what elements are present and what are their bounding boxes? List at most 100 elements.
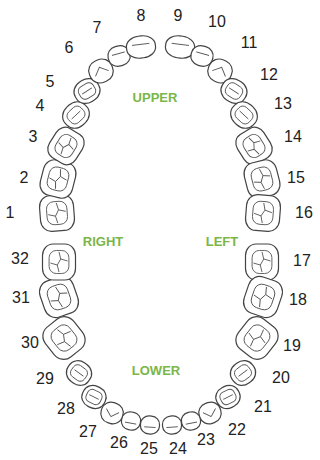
tooth-crown (125, 34, 156, 59)
fissure-line (47, 167, 69, 191)
incisal-edge (125, 422, 136, 424)
occlusal-outline (241, 322, 273, 354)
tooth-number: 15 (287, 170, 305, 186)
tooth-number: 21 (254, 399, 272, 415)
tooth-number: 25 (140, 441, 158, 457)
tooth-number: 23 (197, 432, 215, 448)
tooth-number: 19 (283, 338, 301, 354)
tooth-number: 27 (79, 424, 97, 440)
occlusal-outline (48, 322, 80, 354)
fissure-line (72, 111, 81, 119)
tooth-outline (62, 356, 96, 389)
tooth-outline (242, 157, 283, 200)
occlusal-outline (49, 250, 69, 273)
region-label: LOWER (132, 364, 180, 377)
tooth-number: 8 (137, 8, 146, 24)
occlusal-outline (45, 282, 73, 312)
occlusal-outline (252, 250, 272, 273)
occlusal-outline (46, 201, 68, 226)
fissure-line (50, 252, 67, 272)
tooth-number: 9 (174, 8, 183, 24)
occlusal-outline (218, 388, 238, 407)
occlusal-outline (232, 363, 253, 384)
fissure-line (89, 395, 98, 400)
fissure-line (82, 88, 92, 94)
region-label: UPPER (133, 91, 178, 104)
tooth-crown (226, 356, 260, 389)
tooth-number: 30 (21, 335, 39, 351)
tooth-number: 24 (169, 441, 187, 457)
incisal-edge (172, 43, 189, 45)
occlusal-outline (223, 81, 244, 102)
fissure-line (253, 252, 270, 272)
tooth-number: 11 (241, 35, 258, 51)
tooth-outline (43, 244, 76, 280)
tooth-crown (140, 415, 160, 434)
tooth-number: 31 (12, 290, 30, 306)
tooth-crown (38, 312, 90, 364)
tooth-crown (240, 273, 285, 320)
tooth-outline (38, 157, 79, 200)
tooth-number: 4 (36, 98, 45, 114)
tooth-number: 17 (293, 253, 311, 269)
tooth-outline (78, 382, 109, 412)
tooth-outline (240, 273, 285, 320)
tooth-crown (39, 194, 76, 233)
fissure-line (50, 324, 78, 352)
tooth-crown (180, 410, 202, 431)
occlusal-outline (46, 165, 71, 192)
occlusal-outline (250, 165, 275, 192)
fissure-line (47, 202, 66, 223)
fissure-line (251, 167, 273, 191)
occlusal-outline (76, 81, 97, 102)
fissure-line (229, 88, 239, 94)
tooth-number: 5 (46, 74, 55, 90)
tooth-number: 32 (11, 251, 29, 267)
fissure-line (240, 111, 249, 119)
tooth-outline (39, 194, 76, 233)
tooth-crown (43, 244, 76, 280)
incisal-edge (144, 426, 155, 428)
tooth-number: 20 (272, 370, 290, 386)
fissure-line (251, 284, 275, 310)
tooth-outline (231, 312, 283, 364)
tooth-number: 7 (93, 20, 102, 36)
tooth-crown (38, 157, 79, 200)
tooth-number: 22 (228, 422, 246, 438)
tooth-crown (78, 382, 109, 412)
tooth-crown (62, 356, 96, 389)
region-label: RIGHT (83, 235, 123, 248)
tooth-number: 14 (284, 129, 302, 145)
fissure-line (47, 284, 71, 310)
tooth-crown (245, 194, 282, 233)
occlusal-outline (233, 104, 255, 126)
region-label: LEFT (206, 235, 239, 248)
fissure-line (243, 324, 271, 352)
tooth-number: 28 (57, 401, 75, 417)
tooth-number: 26 (110, 435, 128, 451)
incisal-edge (105, 409, 119, 419)
incisal-edge (203, 409, 218, 419)
incisal-edge (196, 52, 209, 56)
fissure-line (242, 134, 266, 159)
fissure-line (239, 370, 248, 377)
tooth-number: 2 (20, 170, 29, 186)
occlusal-outline (240, 132, 267, 160)
tooth-number: 6 (65, 40, 74, 56)
tooth-crown (242, 157, 283, 200)
tooth-number: 3 (29, 129, 38, 145)
occlusal-outline (52, 132, 79, 160)
tooth-outline (246, 244, 279, 280)
incisal-edge (112, 52, 125, 56)
incisal-edge (166, 426, 177, 428)
tooth-outline (38, 312, 90, 364)
tooth-outline (245, 194, 282, 233)
tooth-number: 10 (208, 14, 226, 30)
incisal-edge (93, 64, 109, 76)
occlusal-outline (249, 282, 277, 312)
incisal-edge (132, 43, 149, 45)
incisal-edge (212, 64, 228, 76)
tooth-outline (226, 356, 260, 389)
tooth-crown (246, 244, 279, 280)
